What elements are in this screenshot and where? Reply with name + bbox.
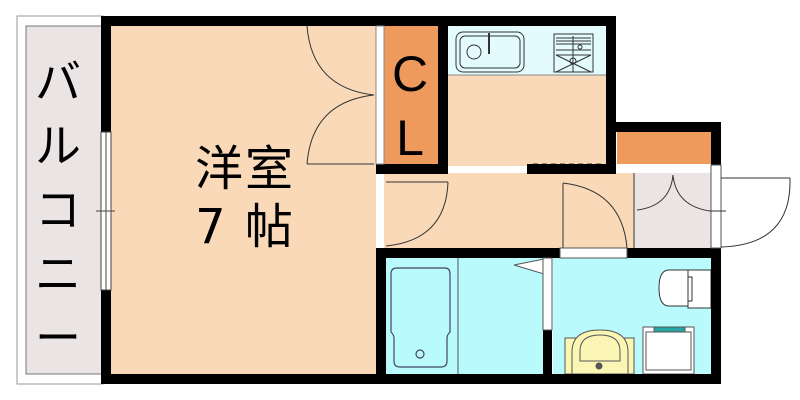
- bath-door-frame: [542, 257, 553, 331]
- closet-char: C: [391, 46, 429, 102]
- washing-machine-icon: [642, 326, 695, 375]
- balcony-label: バ ル コ ニ ー: [28, 50, 88, 370]
- closet-char: L: [396, 110, 424, 166]
- balcony-char: ー: [35, 311, 81, 365]
- window-balcony: [96, 131, 115, 291]
- walls: [101, 16, 721, 384]
- room-size: 7 帖: [165, 198, 325, 256]
- hallway-floor: [384, 173, 634, 248]
- room-size-number: 7: [195, 199, 228, 255]
- sink-icon: [455, 31, 525, 73]
- washroom-door-frame: [559, 247, 628, 259]
- balcony-char: バ: [35, 55, 81, 109]
- closet: [384, 26, 438, 164]
- balcony: [16, 15, 104, 385]
- entrance-floor: [634, 173, 714, 248]
- bathroom: [384, 258, 545, 374]
- shoe-cabinet: [617, 132, 711, 164]
- western-room-label: 洋室 7 帖: [165, 140, 325, 256]
- room-name: 洋室: [194, 141, 295, 197]
- front-door-frame: [710, 164, 722, 249]
- wash-basin-icon: [564, 329, 635, 375]
- balcony-char: ル: [35, 119, 81, 173]
- closet-side-frame: [375, 25, 385, 165]
- closet-label: C L: [384, 42, 436, 170]
- stove-icon: [553, 33, 594, 73]
- bathtub-icon: [390, 267, 451, 368]
- room-size-unit: 帖: [244, 199, 295, 255]
- kitchen: [447, 26, 607, 166]
- balcony-char: コ: [35, 183, 81, 237]
- toilet-washroom: [553, 258, 713, 375]
- toilet-icon: [658, 269, 712, 309]
- balcony-char: ニ: [35, 247, 81, 301]
- western-room-floor: [110, 26, 376, 374]
- door-swings: [306, 25, 791, 249]
